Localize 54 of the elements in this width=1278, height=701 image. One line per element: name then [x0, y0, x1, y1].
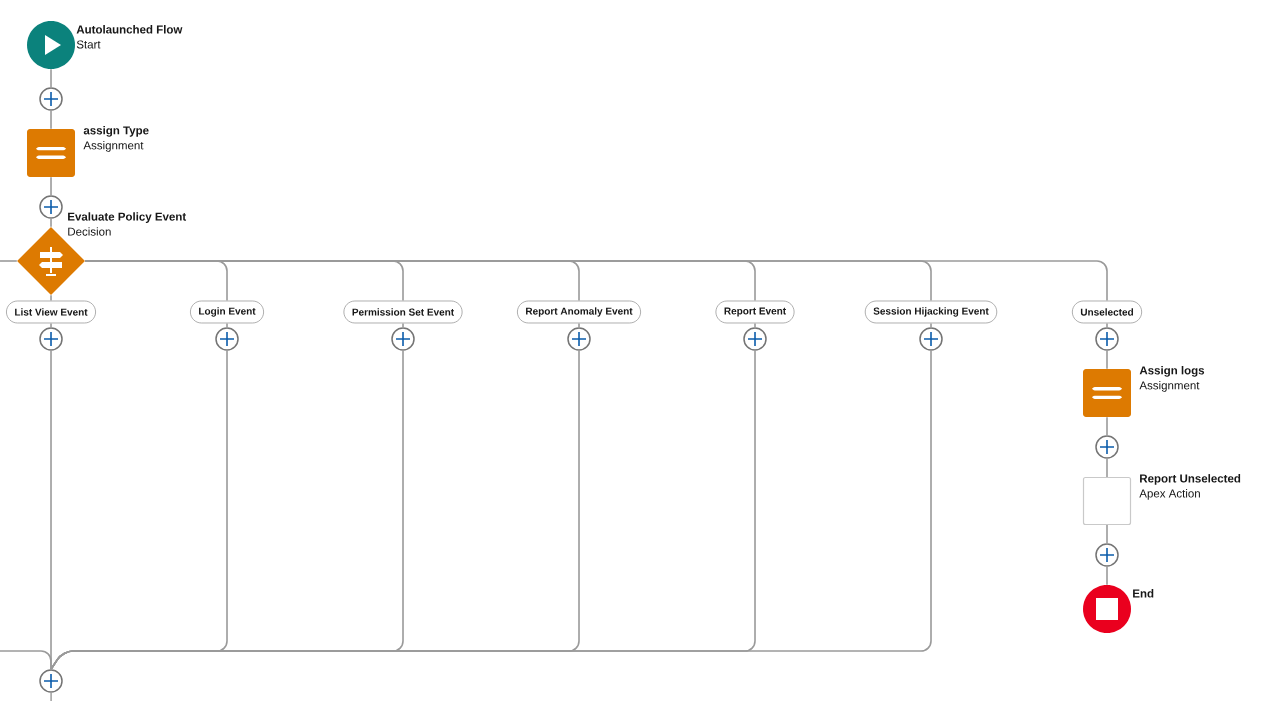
assignment-box: assign Type Assignment	[27, 126, 149, 177]
connector-line	[754, 322, 756, 329]
outcome-pill: List View Event	[6, 300, 96, 324]
node-label: End	[1133, 589, 1154, 598]
connector-line	[1106, 349, 1108, 370]
outcome-pill: Report Anomaly Event	[517, 300, 642, 324]
node-label: Report Unselected	[1140, 474, 1241, 485]
connector-line	[1106, 322, 1108, 329]
node-label: assign Type	[83, 126, 149, 137]
add-element-button	[391, 327, 415, 351]
connector-line	[50, 691, 52, 701]
connector-line	[50, 294, 52, 302]
assignment-box: Assign logs Assignment	[1083, 366, 1205, 417]
connector-line	[50, 109, 52, 130]
connector-line	[50, 68, 52, 89]
connector-line	[50, 217, 52, 228]
connector-line	[0, 650, 52, 671]
add-element-button	[215, 327, 239, 351]
add-element-button	[39, 87, 63, 111]
connector-line	[402, 322, 404, 329]
add-element-button	[39, 327, 63, 351]
connector-line	[1106, 457, 1108, 478]
add-element-button	[39, 195, 63, 219]
add-element-button	[1095, 435, 1119, 459]
connector-line	[1106, 565, 1108, 586]
outcome-pill: Unselected	[1071, 300, 1143, 324]
node-label: Autolaunched Flow	[76, 25, 183, 34]
connector-line	[1106, 416, 1108, 437]
connector-line	[50, 349, 932, 671]
add-element-button	[919, 327, 943, 351]
node-label: Assignment	[1139, 381, 1200, 392]
add-element-button	[1095, 543, 1119, 567]
outcome-pill: Report Event	[715, 300, 795, 324]
node-label: Assign logs	[1139, 366, 1205, 377]
add-element-button	[1095, 327, 1119, 351]
add-element-button	[743, 327, 767, 351]
connector-line	[930, 322, 932, 329]
add-element-button	[567, 327, 591, 351]
node-label: Evaluate Policy Event	[68, 212, 187, 223]
outcome-pill: Login Event	[190, 300, 264, 324]
node-label: Assignment	[83, 141, 144, 152]
connector-line	[578, 322, 580, 329]
connector-line	[50, 322, 52, 329]
node-label: Start	[76, 40, 101, 49]
outcome-pill: Permission Set Event	[343, 300, 463, 324]
action-box: Report Unselected Apex Action	[1082, 474, 1241, 526]
connector-line	[84, 260, 1108, 302]
connector-line	[226, 322, 228, 329]
connector-line	[0, 260, 18, 262]
outcome-pill: Session Hijacking Event	[864, 300, 998, 324]
node-label: Apex Action	[1139, 489, 1200, 500]
add-element-button	[39, 669, 63, 693]
connector-line	[50, 176, 52, 197]
connector-line	[1106, 524, 1108, 545]
